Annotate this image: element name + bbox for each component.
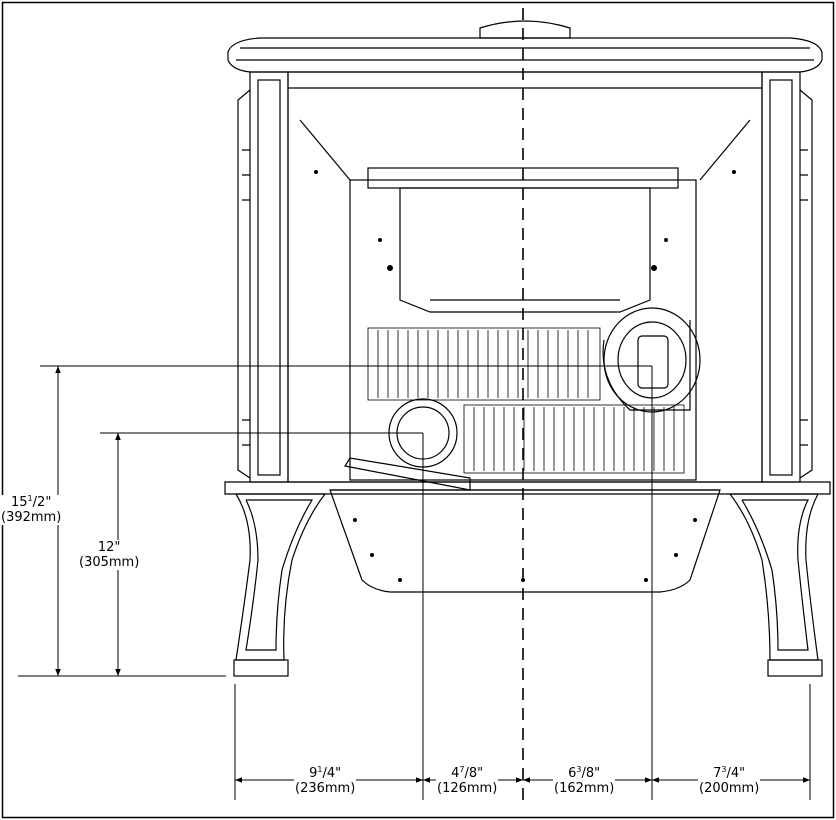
left-side-panel (249, 71, 289, 483)
right-side-panel (761, 71, 801, 483)
screw-dots (314, 170, 736, 582)
dim-label-intake-height: 12" (305mm) (78, 540, 141, 570)
stove-outline (224, 20, 831, 677)
dim-label-left-to-intake: 91/4" (236mm) (294, 765, 357, 796)
stove-top-lid (227, 37, 823, 73)
dim-label-flue-to-right: 73/4" (200mm) (698, 765, 761, 796)
top-handle (479, 20, 571, 39)
vent-grille (367, 327, 685, 474)
dim-label-flue-height: 151/2" (392mm) (0, 494, 63, 525)
dim-label-intake-to-center: 47/8" (126mm) (436, 765, 499, 796)
dim-label-center-to-flue: 63/8" (162mm) (553, 765, 616, 796)
ash-skirt (329, 489, 721, 593)
vertical-dimension-lines (18, 365, 652, 677)
air-intake-pipe (344, 398, 471, 491)
inner-back-box (287, 71, 763, 483)
right-leg (728, 493, 820, 661)
hopper (399, 187, 651, 313)
